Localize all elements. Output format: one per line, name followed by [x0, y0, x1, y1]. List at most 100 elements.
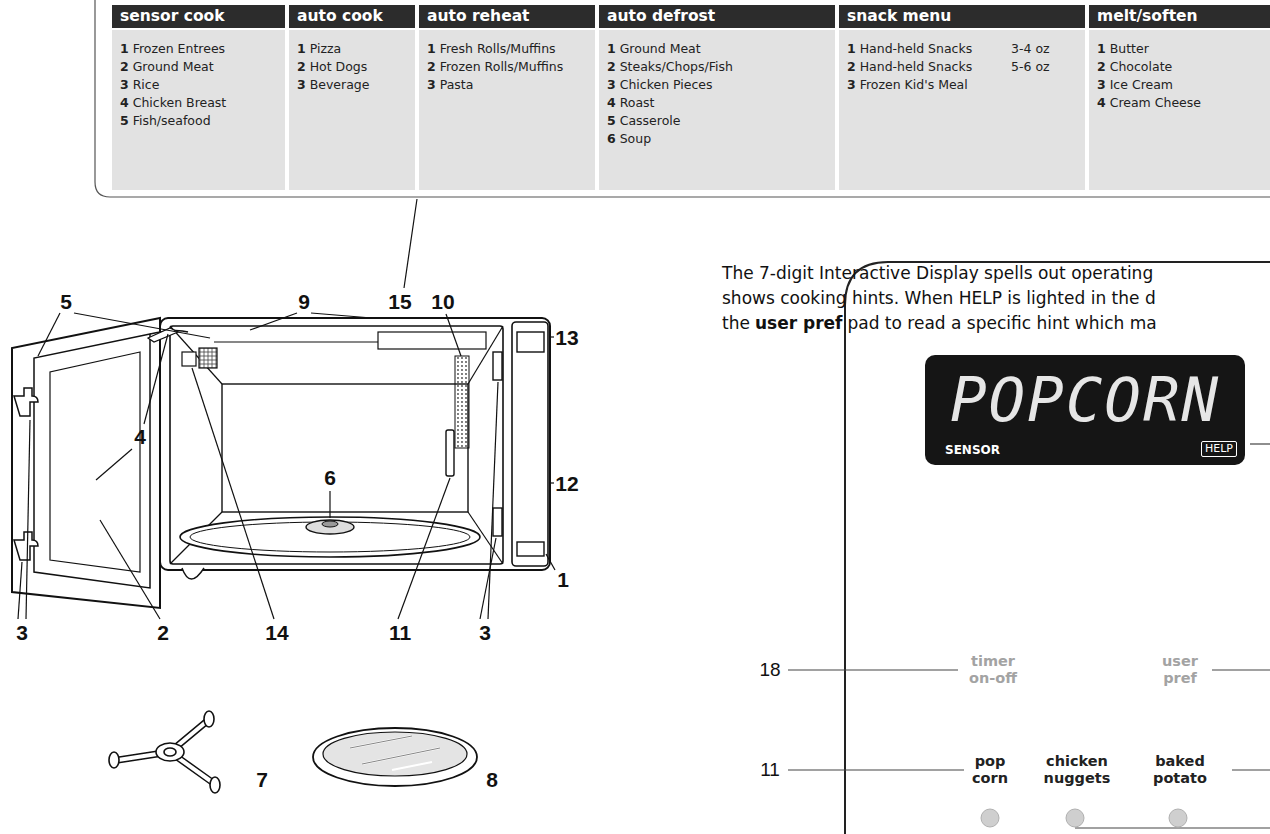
leader-lines-part — [38, 313, 60, 356]
menu-item: 3 Ice Cream — [1097, 77, 1173, 93]
panel-buttons-part — [1066, 809, 1084, 827]
panel-leaders-part — [1250, 443, 1270, 444]
menu-frame — [95, 0, 1270, 197]
menu-label — [378, 332, 486, 349]
menu-item: 2 Hand-held Snacks — [847, 59, 972, 75]
panel-leaders-part — [1212, 669, 1270, 670]
leader-lines-part — [311, 313, 372, 318]
callout-number: 12 — [555, 472, 578, 496]
callout-number: 9 — [298, 290, 310, 314]
menu-item: 2 Chocolate — [1097, 59, 1172, 75]
latch-hole — [493, 352, 502, 380]
latch-hole — [493, 508, 502, 536]
callout-number: 2 — [157, 621, 169, 645]
menu-column: melt/soften1 Butter2 Chocolate3 Ice Crea… — [1089, 5, 1270, 190]
turntable — [180, 517, 480, 557]
door-window-frame — [34, 334, 150, 588]
glass-tray-part — [313, 728, 477, 786]
leader-lines-part — [192, 368, 274, 619]
callout-number: 18 — [759, 659, 780, 681]
leader-lines-part — [446, 314, 461, 356]
leader-line — [404, 199, 417, 288]
menu-item: 2 Hot Dogs — [297, 59, 367, 75]
microwave — [12, 318, 550, 608]
panel-leaders-part — [1232, 769, 1270, 770]
latch-hook — [14, 532, 38, 560]
callout-number: 3 — [16, 621, 28, 645]
menu-item: 5 Fish/seafood — [120, 113, 211, 129]
foot — [182, 568, 204, 579]
menu-item: 1 Frozen Entrees — [120, 41, 225, 57]
glass-tray-part — [323, 732, 467, 776]
lcd-display: POPCORN SENSOR HELP — [925, 355, 1245, 465]
glass-tray — [313, 728, 477, 786]
panel-display — [517, 332, 544, 352]
leader-lines-part — [398, 478, 450, 619]
callout-number: 3 — [479, 621, 491, 645]
callout-number: 10 — [431, 290, 454, 314]
callout-number: 15 — [388, 290, 411, 314]
help-indicator: HELP — [1201, 441, 1237, 457]
callout-number: 5 — [60, 290, 72, 314]
leader-lines-part — [546, 554, 555, 570]
callout-number: 7 — [256, 768, 268, 792]
latch-hook — [14, 388, 38, 416]
callout-number: 13 — [555, 326, 578, 350]
leader-lines-part — [26, 420, 30, 619]
menu-item: 4 Chicken Breast — [120, 95, 226, 111]
column-header: melt/soften — [1089, 5, 1270, 30]
menu-item: 1 Pizza — [297, 41, 341, 57]
light-grid — [199, 348, 217, 368]
leader-lines-part — [100, 520, 160, 619]
menu-column: auto defrost1 Ground Meat2 Steaks/Chops/… — [599, 5, 835, 190]
menu-item: 3 Pasta — [427, 77, 473, 93]
hub — [306, 520, 354, 534]
column-header: auto cook — [289, 5, 415, 30]
menu-item: 4 Cream Cheese — [1097, 95, 1201, 111]
glass-tray-part — [350, 736, 440, 764]
leader-lines-part — [488, 382, 498, 619]
menu-item: 3-4 oz — [1011, 41, 1050, 57]
roller-ring-part — [204, 711, 214, 727]
callout-number: 11 — [389, 621, 411, 645]
menu-item: 1 Hand-held Snacks — [847, 41, 972, 57]
callout-number: 4 — [134, 425, 146, 449]
menu-item: 5 Casserole — [607, 113, 680, 129]
leader-lines-part — [250, 313, 297, 330]
interlock — [446, 430, 454, 476]
panel-leaders-part — [788, 769, 964, 770]
menu-item: 2 Steaks/Chops/Fish — [607, 59, 733, 75]
note-text: The 7-digit Interactive Display spells o… — [722, 262, 1153, 284]
note-text: pad to read a specific hint which ma — [847, 312, 1156, 334]
leader-lines-part — [329, 491, 330, 518]
button-label: baked potato — [1149, 753, 1211, 787]
column-header: auto defrost — [599, 5, 835, 30]
panel-leaders-part — [1075, 827, 1270, 828]
display-readout: POPCORN — [925, 365, 1245, 435]
menu-item: 6 Soup — [607, 131, 651, 147]
mode-indicator: SENSOR — [945, 443, 1000, 457]
button-label: user pref — [1154, 653, 1206, 687]
note-text: shows cooking hints. When HELP is lighte… — [722, 287, 1156, 309]
menu-item: 5-6 oz — [1011, 59, 1050, 75]
roller-ring-part — [210, 777, 220, 793]
roller-ring-part — [118, 722, 212, 782]
door-release — [517, 542, 544, 556]
hub-top — [322, 521, 338, 527]
panel-buttons-part — [981, 809, 999, 827]
roller-ring-part — [118, 722, 212, 782]
menu-column: auto cook 1 Pizza 2 Hot Dogs 3 Beverage — [289, 5, 415, 190]
note-text: the — [722, 312, 750, 334]
menu-item: 3 Beverage — [297, 77, 369, 93]
roller-ring-part — [156, 743, 184, 761]
leader-lines-part — [18, 562, 22, 619]
column-header: snack menu — [839, 5, 1085, 30]
leader-lines-part — [96, 449, 132, 480]
help-text: HELP — [1205, 442, 1233, 456]
leader-lines-part — [549, 482, 554, 483]
panel-buttons — [981, 809, 1187, 827]
roller-ring — [109, 711, 220, 793]
callout-number: 8 — [486, 768, 498, 792]
